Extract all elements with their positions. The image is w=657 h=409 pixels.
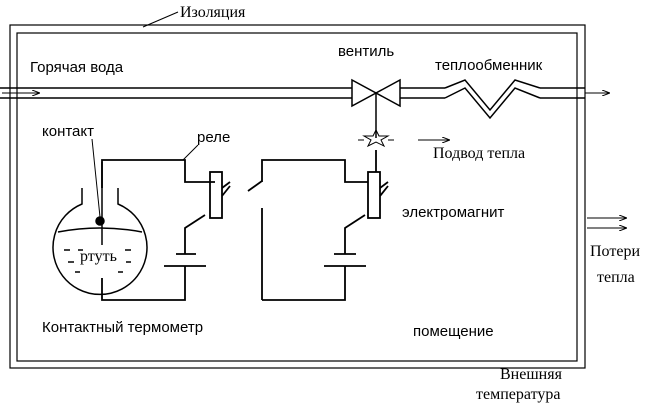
relay-coil	[209, 171, 263, 219]
outside-temp-label-line1: Внешняя	[500, 366, 562, 383]
contact-label: контакт	[42, 123, 95, 140]
heat-loss-label-line2: тепла	[597, 269, 635, 286]
contact-thermometer-label: Контактный термометр	[42, 319, 204, 336]
hot-water-pipe	[0, 87, 585, 99]
contact-point	[95, 216, 105, 226]
electromagnet-circuit	[261, 159, 368, 301]
mercury-label: ртуть	[80, 248, 117, 265]
outside-temp-label-line2: температура	[476, 386, 561, 403]
electromagnet-coil	[367, 150, 389, 219]
valve-label: вентиль	[338, 43, 395, 60]
heat-exchanger-label: теплообменник	[435, 57, 543, 74]
heat-loss-label-line1: Потери	[590, 243, 640, 260]
insulation-label: Изоляция	[180, 4, 246, 21]
hot-water-label: Горячая вода	[30, 59, 124, 76]
insulation-outer-wall	[9, 24, 586, 369]
relay-label: реле	[197, 129, 231, 146]
contact-pointer	[91, 138, 101, 218]
insulation-pointer	[142, 11, 179, 28]
heat-supply-spark	[358, 128, 394, 148]
relay-pointer	[182, 144, 199, 161]
electromagnet-label: электромагнит	[402, 204, 505, 221]
thermometer-flask	[52, 188, 148, 296]
heat-exchanger-coil	[444, 79, 541, 120]
heat-supply-label: Подвод тепла	[433, 145, 526, 162]
insulation-inner-wall	[16, 32, 578, 362]
room-label: помещение	[413, 323, 494, 340]
thermometer-circuit	[101, 159, 215, 301]
